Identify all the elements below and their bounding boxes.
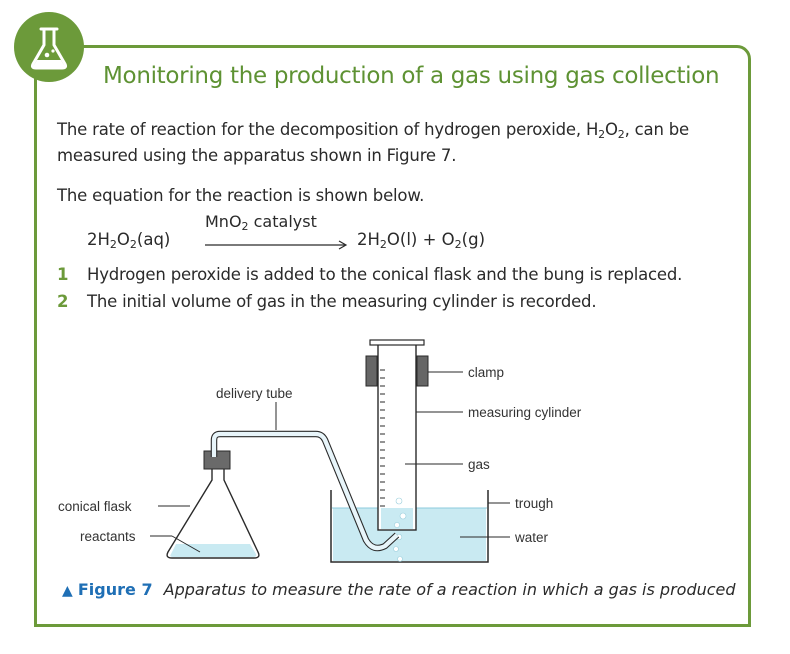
- reactants: [170, 544, 257, 557]
- apparatus-diagram: clamp measuring cylinder gas trough wate…: [58, 339, 582, 563]
- label-gas: gas: [468, 457, 490, 472]
- figure-caption: ▲ Figure 7 Apparatus to measure the rate…: [62, 580, 736, 599]
- reaction-arrow-icon: [205, 240, 348, 250]
- page-title: Monitoring the production of a gas using…: [103, 63, 720, 89]
- label-trough: trough: [515, 496, 553, 511]
- conical-flask: [166, 466, 260, 559]
- label-reactants: reactants: [80, 529, 136, 544]
- trough: [330, 490, 489, 563]
- figure-label: Figure 7: [77, 580, 153, 599]
- equation-reactants: 2H2O2(aq): [87, 230, 171, 251]
- label-water: water: [514, 530, 549, 545]
- equation-intro: The equation for the reaction is shown b…: [57, 186, 425, 205]
- label-delivery-tube: delivery tube: [216, 386, 293, 401]
- equation-products: 2H2O(l) + O2(g): [357, 230, 486, 251]
- flask-badge: [14, 12, 84, 82]
- label-clamp: clamp: [468, 365, 504, 380]
- flask-icon: [30, 27, 68, 70]
- equation-catalyst: MnO2 catalyst: [205, 212, 317, 233]
- clamp-left: [365, 355, 378, 387]
- triangle-icon: ▲: [62, 583, 73, 599]
- label-measuring-cylinder: measuring cylinder: [468, 405, 582, 420]
- caption-text: Apparatus to measure the rate of a react…: [163, 580, 736, 599]
- cylinder-graduations: [380, 369, 385, 507]
- label-conical-flask: conical flask: [58, 499, 132, 514]
- clamp-right: [416, 355, 429, 387]
- intro-paragraph: The rate of reaction for the decompositi…: [57, 120, 689, 165]
- chemical-equation: 2H2O2(aq) MnO2 catalyst 2H2O(l) + O2(g): [87, 212, 567, 258]
